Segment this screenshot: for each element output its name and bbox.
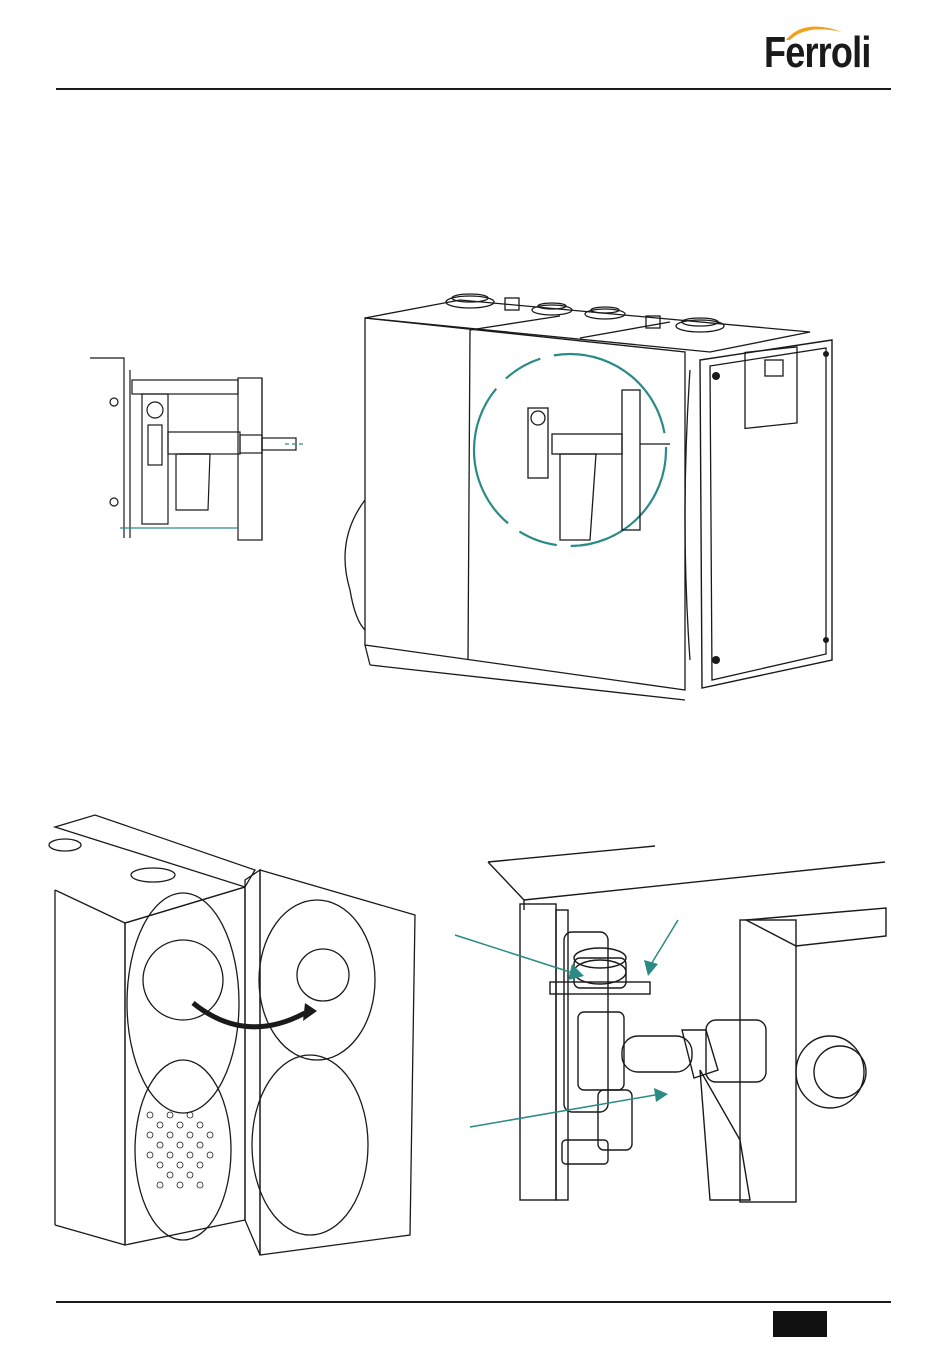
pointer-arrow [644,960,658,976]
pointer-arrows [455,920,678,1127]
hinge-detail-drawing [80,350,310,550]
open-arrow [303,1003,317,1021]
header-rule [56,88,891,90]
pointer-arrow [654,1088,668,1102]
ferroli-logo: Ferroli [764,22,894,80]
hinge-closeup-drawing [450,840,890,1205]
boiler-overview-drawing [340,290,840,700]
open-door-drawing [55,815,425,1250]
logo-wordmark: Ferroli [764,28,871,78]
footer-rule [56,1301,891,1303]
page-number-box [773,1311,827,1337]
